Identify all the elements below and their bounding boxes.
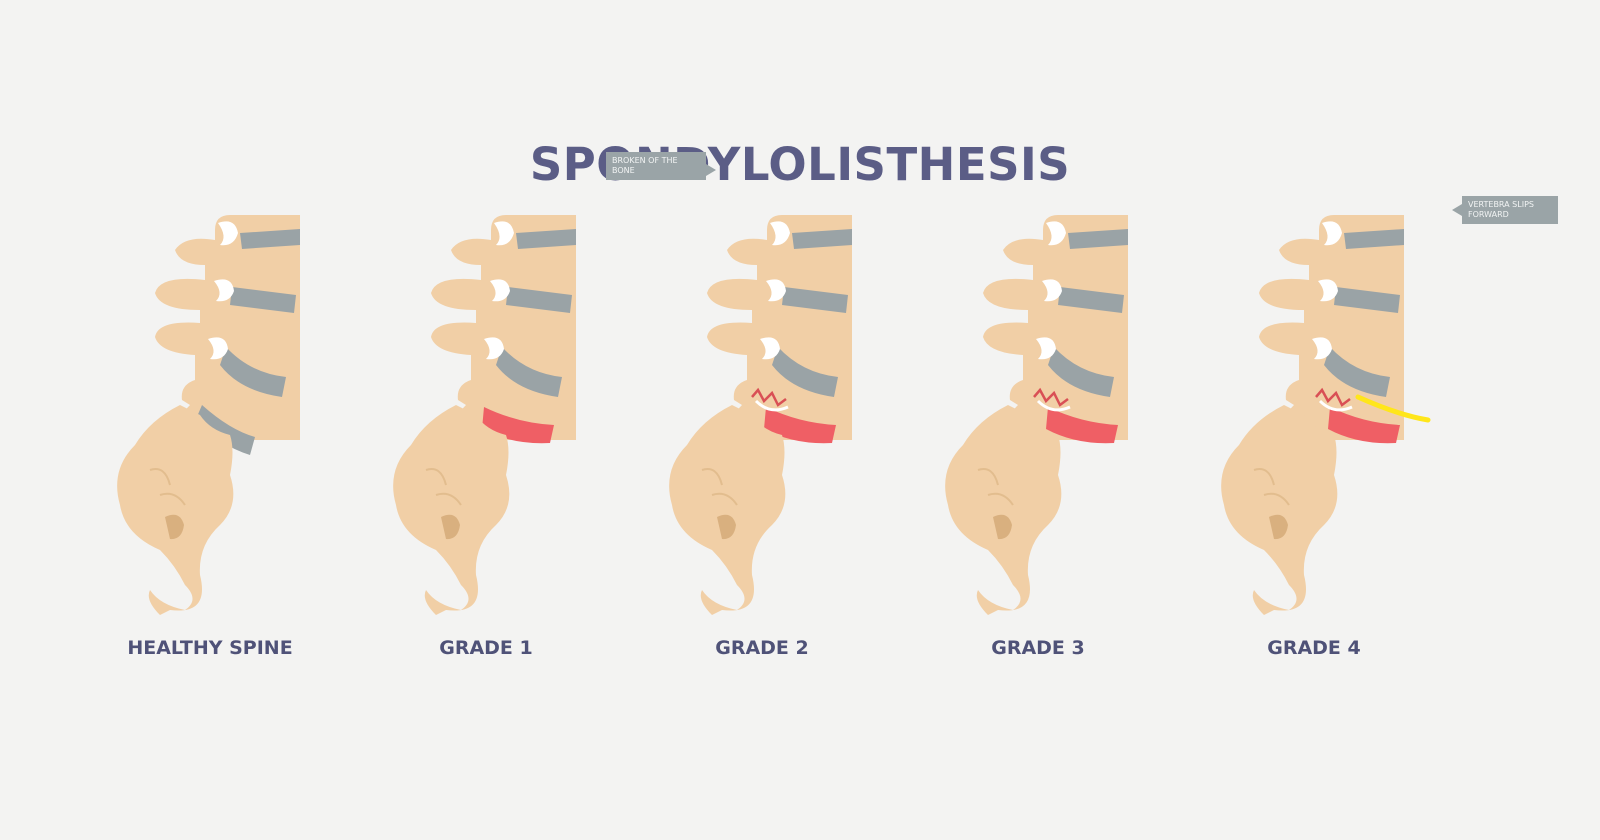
spine-illustration-icon bbox=[1221, 215, 1431, 615]
slipped-disc bbox=[1328, 407, 1400, 444]
slip-highlight bbox=[1355, 394, 1431, 423]
upper-vertebrae bbox=[155, 215, 300, 440]
bone-crack bbox=[751, 387, 787, 407]
panel-label: GRADE 3 bbox=[991, 637, 1085, 659]
bone-gap bbox=[754, 399, 789, 412]
spine-illustration-icon bbox=[393, 215, 576, 615]
slipped-disc bbox=[764, 407, 836, 444]
disc-2 bbox=[506, 287, 572, 313]
panel-label: GRADE 2 bbox=[715, 637, 809, 659]
disc-4 bbox=[196, 405, 255, 455]
upper-vertebrae bbox=[707, 215, 852, 440]
bone-gap bbox=[1318, 399, 1353, 412]
spine-panel-grade-3 bbox=[918, 205, 1158, 625]
sacral-foramen bbox=[165, 514, 184, 540]
sacrum-outline bbox=[701, 468, 738, 506]
disc-3 bbox=[220, 347, 286, 397]
bone-crack bbox=[1315, 387, 1351, 407]
spine-panel-healthy bbox=[90, 205, 330, 625]
spine-panel-grade-4 bbox=[1194, 205, 1434, 625]
sacrum bbox=[393, 405, 510, 615]
foramen-1 bbox=[494, 221, 514, 246]
foramen-2 bbox=[1318, 279, 1338, 302]
panel-label: HEALTHY SPINE bbox=[127, 637, 293, 659]
callout-broken-bone: BROKEN OF THE BONE bbox=[606, 152, 716, 180]
sacrum bbox=[669, 405, 786, 615]
disc-3 bbox=[772, 347, 838, 397]
disc-1 bbox=[240, 229, 300, 249]
disc-3 bbox=[1048, 347, 1114, 397]
foramen-1 bbox=[1322, 221, 1342, 246]
foramen-1 bbox=[770, 221, 790, 246]
foramen-2 bbox=[214, 279, 234, 302]
sacrum-outline bbox=[149, 468, 186, 506]
foramen-3 bbox=[1312, 337, 1332, 360]
slipped-disc bbox=[1046, 407, 1118, 444]
sacral-foramen bbox=[441, 514, 460, 540]
spine-panel-grade-1 bbox=[366, 205, 606, 625]
foramen-3 bbox=[760, 337, 780, 360]
foramen-2 bbox=[1042, 279, 1062, 302]
disc-1 bbox=[792, 229, 852, 249]
spine-panel-grade-2 bbox=[642, 205, 882, 625]
upper-vertebrae bbox=[983, 215, 1128, 440]
disc-2 bbox=[1058, 287, 1124, 313]
sacral-foramen bbox=[717, 514, 736, 540]
disc-1 bbox=[1344, 229, 1404, 249]
foramen-1 bbox=[218, 221, 238, 246]
panel-label: GRADE 1 bbox=[439, 637, 533, 659]
foramen-3 bbox=[208, 337, 228, 360]
upper-vertebrae bbox=[431, 215, 576, 440]
spine-stage: HEALTHY SPINE GRADE 1 GRADE 2 GRADE 3 GRADE … bbox=[0, 205, 1600, 675]
disc-3 bbox=[496, 347, 562, 397]
spine-illustration-icon bbox=[117, 215, 300, 615]
callout-vertebra-slips: VERTEBRA SLIPS FORWARD bbox=[1452, 196, 1558, 224]
foramen-2 bbox=[766, 279, 786, 302]
disc-2 bbox=[1334, 287, 1400, 313]
disc-3 bbox=[1324, 347, 1390, 397]
foramen-3 bbox=[484, 337, 504, 360]
sacrum bbox=[1221, 405, 1338, 615]
bone-gap bbox=[1036, 399, 1071, 412]
sacrum bbox=[945, 405, 1062, 615]
sacrum bbox=[117, 405, 234, 615]
foramen-1 bbox=[1046, 221, 1066, 246]
disc-1 bbox=[1068, 229, 1128, 249]
sacral-foramen bbox=[993, 514, 1012, 540]
disc-2 bbox=[230, 287, 296, 313]
sacrum-outline bbox=[425, 468, 462, 506]
spine-illustration-icon bbox=[669, 215, 852, 615]
disc-1 bbox=[516, 229, 576, 249]
bone-crack bbox=[1033, 387, 1069, 407]
panel-label: GRADE 4 bbox=[1267, 637, 1361, 659]
foramen-3 bbox=[1036, 337, 1056, 360]
disc-2 bbox=[782, 287, 848, 313]
foramen-2 bbox=[490, 279, 510, 302]
sacrum-outline bbox=[977, 468, 1014, 506]
spine-illustration-icon bbox=[945, 215, 1128, 615]
sacral-foramen bbox=[1269, 514, 1288, 540]
diagram-title: SPONDYLOLISTHESIS bbox=[529, 138, 1071, 191]
sacrum-outline bbox=[1253, 468, 1290, 506]
